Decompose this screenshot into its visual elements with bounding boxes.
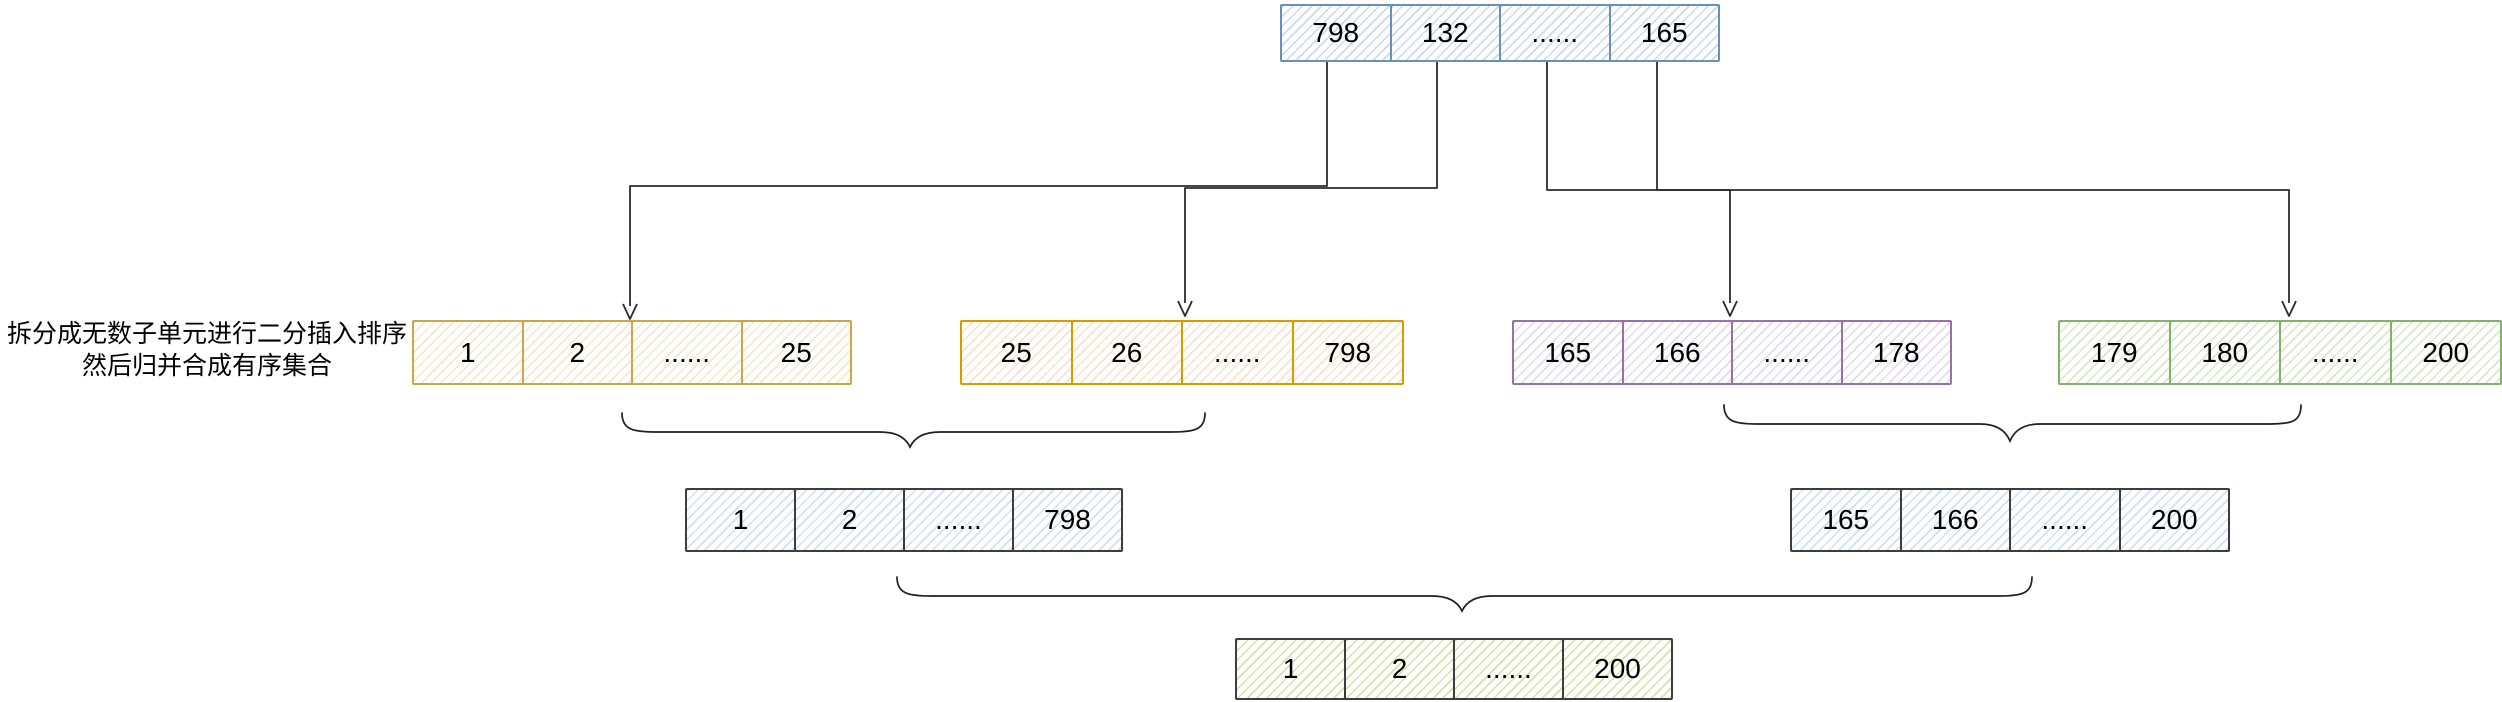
connector-source-to-run-3 xyxy=(1546,62,1731,303)
run-3-cell-2: ...... xyxy=(1731,322,1841,383)
source-cell-1: 132 xyxy=(1389,6,1499,60)
source-cell-3: 165 xyxy=(1608,6,1718,60)
run-1-cell-3: 25 xyxy=(740,322,850,383)
merged-left-cell-3: 798 xyxy=(1012,490,1121,550)
final-cell-0: 1 xyxy=(1237,640,1344,698)
connector-source-to-run-2 xyxy=(1184,62,1438,303)
merged-left-cell-0: 1 xyxy=(687,490,794,550)
brace-merged-icon xyxy=(896,576,2033,614)
final-cell-2: ...... xyxy=(1453,640,1562,698)
run-1-cell-0: 1 xyxy=(414,322,522,383)
connector-source-to-run-4 xyxy=(1656,62,2290,303)
brace-runs-3-4-icon xyxy=(1723,404,2302,444)
merged-right-cell-0: 165 xyxy=(1792,490,1900,550)
run-4-cell-0: 179 xyxy=(2060,322,2169,383)
run-2-cell-3: 798 xyxy=(1291,322,1402,383)
run-4-cell-2: ...... xyxy=(2279,322,2390,383)
annotation-line-2: 然后归并合成有序集合 xyxy=(81,352,332,380)
merged-left-cell-1: 2 xyxy=(794,490,903,550)
run-3-cell-0: 165 xyxy=(1514,322,1622,383)
annotation-line-1: 拆分成无数子单元进行二分插入排序 xyxy=(6,320,407,348)
merged-right-cell-1: 166 xyxy=(1899,490,2009,550)
source-cell-2: ...... xyxy=(1499,6,1609,60)
split-merge-annotation: 拆分成无数子单元进行二分插入排序 然后归并合成有序集合 xyxy=(4,318,410,382)
run-4-cell-3: 200 xyxy=(2389,322,2500,383)
run-1-cell-2: ...... xyxy=(631,322,741,383)
arrowhead-run-2-icon xyxy=(1177,300,1193,317)
final-cell-3: 200 xyxy=(1562,640,1671,698)
final-cell-1: 2 xyxy=(1344,640,1453,698)
run-2-cell-2: ...... xyxy=(1181,322,1292,383)
run-2-cell-1: 26 xyxy=(1070,322,1181,383)
merged-left-cell-2: ...... xyxy=(903,490,1012,550)
arrowhead-run-3-icon xyxy=(1722,300,1738,317)
run-3-cell-1: 166 xyxy=(1621,322,1731,383)
source-cell-0: 798 xyxy=(1282,6,1390,60)
merged-right-cell-3: 200 xyxy=(2118,490,2228,550)
run-2-cell-0: 25 xyxy=(962,322,1071,383)
arrowhead-run-1-icon xyxy=(622,303,638,320)
run-1-cell-1: 2 xyxy=(521,322,631,383)
run-4-cell-1: 180 xyxy=(2168,322,2279,383)
run-3-cell-3: 178 xyxy=(1840,322,1950,383)
brace-runs-1-2-icon xyxy=(621,412,1206,450)
arrowhead-run-4-icon xyxy=(2281,300,2297,317)
merged-right-cell-2: ...... xyxy=(2009,490,2119,550)
connector-source-to-run-1 xyxy=(629,62,1328,306)
